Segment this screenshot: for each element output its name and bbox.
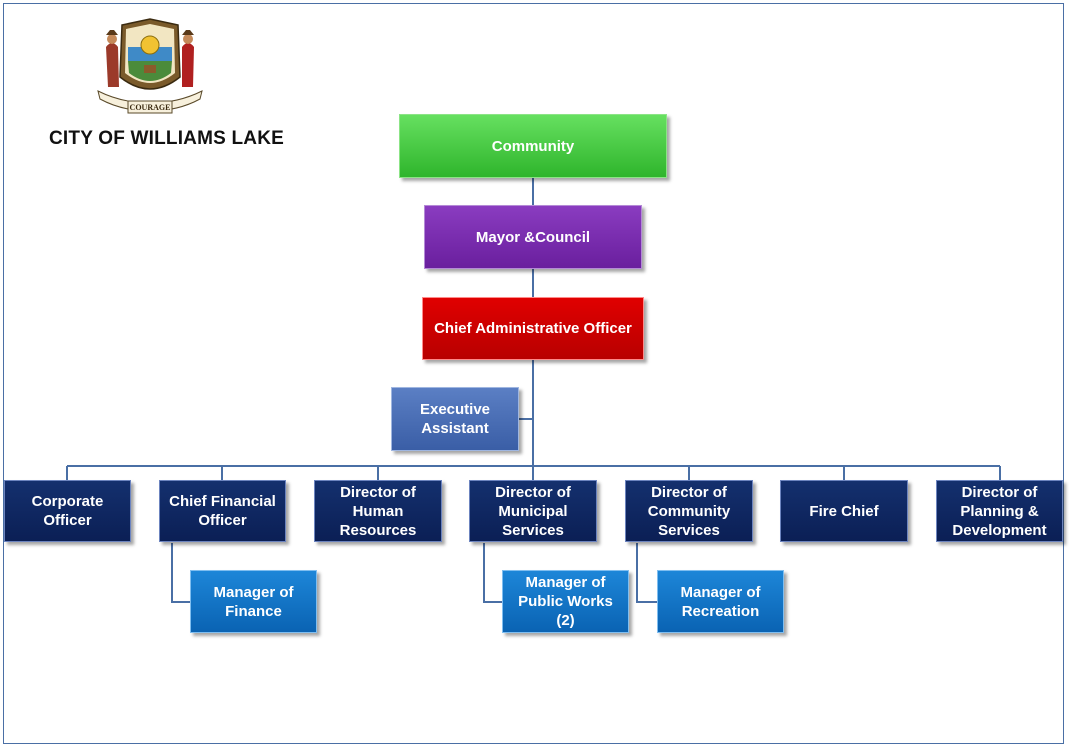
node-community[interactable]: Community <box>399 114 667 178</box>
svg-text:COURAGE: COURAGE <box>130 103 171 112</box>
diagram-frame <box>3 3 1064 744</box>
node-mayor-council[interactable]: Mayor &Council <box>424 205 642 269</box>
node-executive-assistant[interactable]: Executive Assistant <box>391 387 519 451</box>
node-chief-administrative-officer[interactable]: Chief Administrative Officer <box>422 297 644 360</box>
node-manager-recreation[interactable]: Manager of Recreation <box>657 570 784 633</box>
node-corporate-officer[interactable]: Corporate Officer <box>4 480 131 542</box>
city-seal-logo: COURAGE <box>97 18 203 114</box>
node-manager-public-works[interactable]: Manager of Public Works (2) <box>502 570 629 633</box>
node-manager-finance[interactable]: Manager of Finance <box>190 570 317 633</box>
node-director-planning-development[interactable]: Director of Planning & Development <box>936 480 1063 542</box>
node-director-municipal-services[interactable]: Director of Municipal Services <box>469 480 597 542</box>
node-director-human-resources[interactable]: Director of Human Resources <box>314 480 442 542</box>
org-title: CITY OF WILLIAMS LAKE <box>49 128 285 149</box>
node-chief-financial-officer[interactable]: Chief Financial Officer <box>159 480 286 542</box>
node-fire-chief[interactable]: Fire Chief <box>780 480 908 542</box>
node-director-community-services[interactable]: Director of Community Services <box>625 480 753 542</box>
